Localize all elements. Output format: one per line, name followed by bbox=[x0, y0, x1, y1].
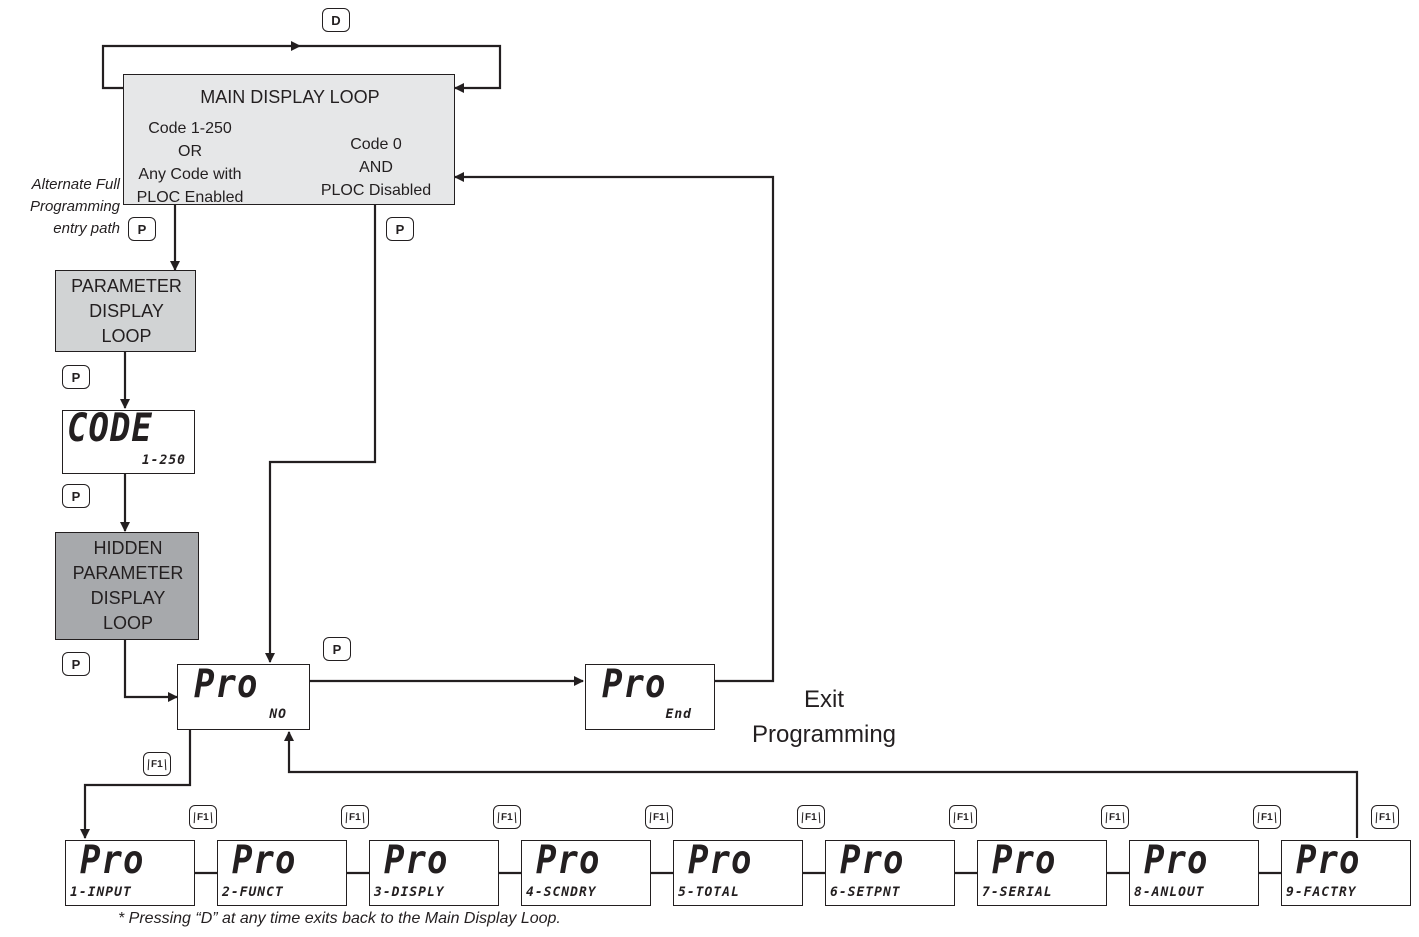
module-9-factry: Pro 9-FACTRY bbox=[1281, 840, 1411, 906]
footnote: * Pressing “D” at any time exits back to… bbox=[118, 910, 561, 927]
arrow-end-to-main bbox=[454, 172, 775, 683]
alternate-path-label: Alternate Full Programming entry path bbox=[29, 176, 120, 237]
f1-key-icon: F1 bbox=[341, 805, 369, 829]
pro-no-top: Pro bbox=[194, 661, 259, 708]
main-loop-left-text: Code 1-250 OR Any Code with PLOC Enabled bbox=[136, 120, 244, 206]
arrow-main-to-pro bbox=[265, 205, 377, 663]
d-loop-arrow bbox=[101, 41, 301, 90]
module-4-scndry: Pro 4-SCNDRY bbox=[521, 840, 651, 906]
main-loop-title: MAIN DISPLAY LOOP bbox=[200, 87, 380, 107]
module-3-disply: Pro 3-DISPLY bbox=[369, 840, 499, 906]
f1-key-icon: F1 bbox=[143, 752, 171, 776]
module-6-setpnt: Pro 6-SETPNT bbox=[825, 840, 955, 906]
main-loop-right-text: Code 0 AND PLOC Disabled bbox=[320, 136, 432, 199]
f1-key-icon: F1 bbox=[1101, 805, 1129, 829]
d-key-icon: D bbox=[322, 8, 350, 32]
arrow-pro-to-module1 bbox=[80, 730, 192, 839]
pro-end-display: Pro End bbox=[585, 664, 715, 730]
module-5-total: Pro 5-TOTAL bbox=[673, 840, 803, 906]
p-key-icon: P bbox=[62, 365, 90, 389]
f1-key-icon: F1 bbox=[1371, 805, 1399, 829]
p-key-icon: P bbox=[62, 484, 90, 508]
pro-end-bottom: End bbox=[665, 707, 692, 722]
module-1-input: Pro 1-INPUT bbox=[65, 840, 195, 906]
p-key-icon: P bbox=[386, 217, 414, 241]
p-key-icon: P bbox=[323, 637, 351, 661]
f1-key-icon: F1 bbox=[797, 805, 825, 829]
code-display: CODE 1-250 bbox=[62, 405, 195, 474]
module-7-serial: Pro 7-SERIAL bbox=[977, 840, 1107, 906]
exit-programming-label: Exit Programming bbox=[751, 686, 897, 748]
f1-key-icon: F1 bbox=[1253, 805, 1281, 829]
parameter-display-loop: PARAMETER DISPLAY LOOP bbox=[55, 270, 196, 352]
module-8-anlout: Pro 8-ANLOUT bbox=[1129, 840, 1259, 906]
arrow-hidden-to-pro bbox=[123, 640, 178, 702]
code-display-top: CODE bbox=[67, 405, 153, 452]
arrow-module9-to-pro bbox=[284, 731, 1359, 838]
pro-end-top: Pro bbox=[602, 661, 667, 708]
pro-no-display: Pro NO bbox=[177, 664, 310, 730]
pro-no-bottom: NO bbox=[269, 707, 287, 722]
main-display-loop: MAIN DISPLAY LOOP Code 1-250 OR Any Code… bbox=[123, 74, 455, 206]
f1-key-icon: F1 bbox=[645, 805, 673, 829]
p-key-icon: P bbox=[62, 652, 90, 676]
p-key-icon: P bbox=[128, 217, 156, 241]
f1-key-icon: F1 bbox=[493, 805, 521, 829]
code-display-bottom: 1-250 bbox=[141, 453, 186, 468]
hidden-parameter-display-loop: HIDDEN PARAMETER DISPLAY LOOP bbox=[55, 532, 199, 640]
module-2-funct: Pro 2-FUNCT bbox=[217, 840, 347, 906]
d-loop-return-arrow bbox=[300, 44, 502, 93]
f1-key-icon: F1 bbox=[949, 805, 977, 829]
f1-key-icon: F1 bbox=[189, 805, 217, 829]
